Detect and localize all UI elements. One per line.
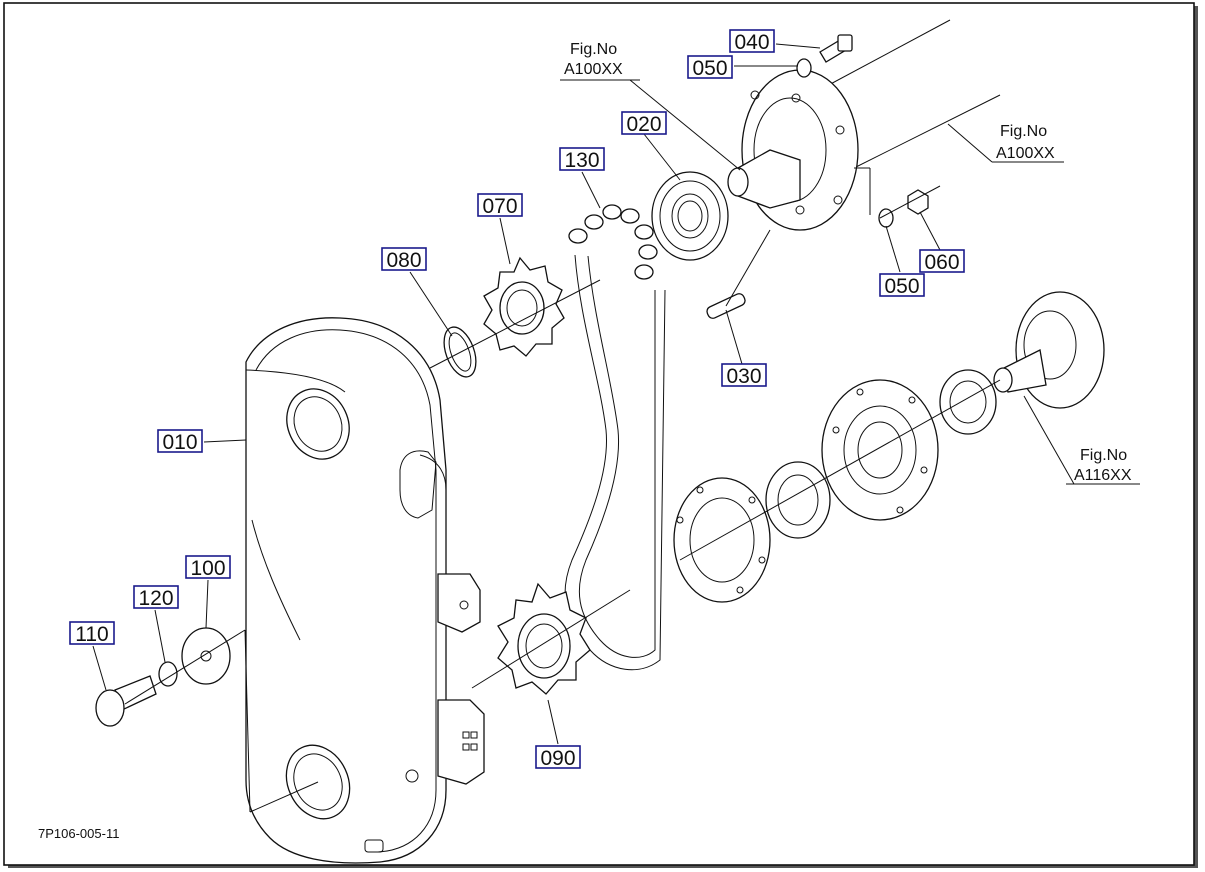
callout-070[interactable]: 070	[477, 193, 523, 218]
bolt-110	[95, 675, 157, 727]
lower-shaft-assembly	[673, 291, 1105, 603]
figure-ref-2[interactable]: Fig.No A100XX	[996, 123, 1055, 162]
chain-links	[568, 204, 658, 280]
chain-case	[245, 317, 485, 864]
washer-100	[181, 627, 231, 685]
callout-020[interactable]: 020	[621, 111, 667, 136]
figure-ref-1[interactable]: Fig.No A100XX	[564, 41, 623, 78]
ball-bearing	[651, 171, 729, 261]
figure-ref-3[interactable]: Fig.No A116XX	[1074, 447, 1132, 484]
figure-ref-3-line1: Fig.No	[1080, 447, 1127, 464]
nut-060	[907, 189, 929, 215]
figure-ref-2-line1: Fig.No	[1000, 123, 1047, 140]
upper-shaft-flange	[727, 19, 1001, 231]
callout-080[interactable]: 080	[381, 247, 427, 272]
callout-070-label: 070	[482, 195, 517, 218]
figure-ref-2-line2: A100XX	[996, 145, 1055, 162]
callout-010-label: 010	[162, 431, 197, 454]
callout-050-upper[interactable]: 050	[687, 55, 733, 80]
assembly-lines	[124, 167, 1001, 813]
callout-110-label: 110	[75, 623, 108, 646]
callout-010[interactable]: 010	[157, 429, 203, 454]
callout-120[interactable]: 120	[133, 585, 179, 610]
figure-ref-3-line2: A116XX	[1074, 467, 1132, 484]
callout-060-label: 060	[924, 251, 959, 274]
callout-040-label: 040	[734, 31, 769, 54]
callout-050-upper-label: 050	[692, 57, 727, 80]
washer-050-upper	[796, 58, 812, 78]
drawing-number: 7P106-005-11	[38, 826, 119, 841]
callout-020-label: 020	[626, 113, 661, 136]
callout-040[interactable]: 040	[729, 29, 775, 54]
bolt-040	[819, 34, 853, 63]
callout-090-label: 090	[540, 747, 575, 770]
callout-130-label: 130	[564, 149, 599, 172]
callout-090[interactable]: 090	[535, 745, 581, 770]
drive-chain	[564, 204, 666, 671]
callout-100[interactable]: 100	[185, 555, 231, 580]
callout-120-label: 120	[138, 587, 173, 610]
callout-030[interactable]: 030	[721, 363, 767, 388]
callout-080-label: 080	[386, 249, 421, 272]
callout-060[interactable]: 060	[919, 249, 965, 274]
figure-ref-1-line2: A100XX	[564, 61, 623, 78]
callout-130[interactable]: 130	[559, 147, 605, 172]
callout-100-label: 100	[190, 557, 225, 580]
callout-050-lower[interactable]: 050	[879, 273, 925, 298]
callout-110[interactable]: 110	[69, 621, 115, 646]
callout-030-label: 030	[726, 365, 761, 388]
upper-sprocket	[483, 256, 565, 357]
callout-050-lower-label: 050	[884, 275, 919, 298]
lower-sprocket	[497, 582, 591, 695]
callout-leaders	[92, 43, 1140, 745]
figure-ref-1-line1: Fig.No	[570, 41, 617, 58]
